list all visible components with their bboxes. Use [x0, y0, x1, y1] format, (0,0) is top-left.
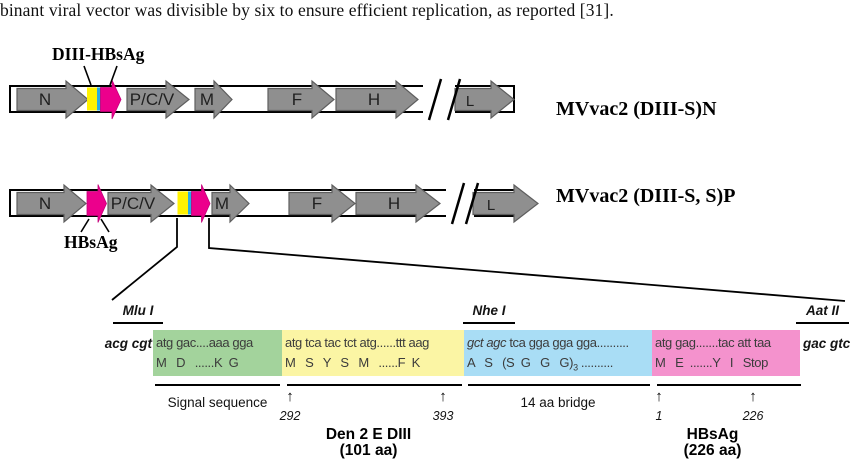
zoom-connector-right	[208, 218, 846, 302]
restriction-site-aatii: Aat II	[805, 303, 839, 318]
bridge-sequence-box: gct agc tca gga gga gga.......... A S (S…	[464, 330, 652, 376]
signal-sequence-label: Signal sequence	[167, 395, 268, 410]
diii-nt-row: atg tca tac tct atg......ttt aag	[285, 335, 430, 350]
up-arrow-393-icon: ↑	[439, 388, 447, 405]
mlui-underline	[113, 322, 163, 324]
hbsag-aa-row: M E .......Y I Stop	[655, 355, 768, 370]
gene-label-l-2: L	[486, 197, 496, 214]
gene-arrow-N-1	[16, 79, 89, 120]
position-292: 292	[279, 409, 301, 423]
gene-label-h-2: H	[387, 194, 401, 213]
gene-label-m-2: M	[214, 194, 230, 213]
gene-arrow-PCV-2	[107, 183, 175, 224]
gene-label-m-1: M	[199, 90, 215, 109]
signal-nt-row: atg gac....aaa gga	[156, 335, 253, 350]
bridge-nt-rest: tca gga gga gga..........	[506, 335, 629, 350]
nhei-site-seq: gct agc	[467, 335, 507, 350]
position-1: 1	[655, 409, 663, 423]
insert-label-hbsag: HBsAg	[64, 232, 118, 252]
construct-title-1: MVvac2 (DIII-S)N	[556, 98, 717, 120]
break-slash-2a	[450, 182, 466, 225]
gene-label-pcv-1: P/C/V	[129, 90, 175, 109]
signal-sequence-box: atg gac....aaa gga M D ......K G	[153, 330, 282, 376]
up-arrow-292-icon: ↑	[286, 388, 294, 405]
diii-size: (101 aa)	[339, 442, 398, 459]
diii-name: Den 2 E DIII	[325, 426, 412, 443]
gene-arrow-H-2	[355, 183, 441, 224]
restriction-site-nhei: Nhe I	[472, 303, 506, 318]
bridge-aa-row: A S (S G G G)3 ..........	[467, 353, 652, 378]
hbsag-nt-row: atg gag.......tac att taa	[655, 335, 771, 350]
gene-arrow-M-2	[211, 183, 250, 224]
leader-line-diii-1	[83, 65, 92, 86]
bridge-label: 14 aa bridge	[520, 395, 596, 410]
position-393: 393	[432, 409, 454, 423]
insert-hbsag-magenta-1	[100, 79, 122, 120]
up-arrow-1-icon: ↑	[655, 388, 663, 405]
gene-label-n-2: N	[38, 194, 52, 213]
nhei-underline	[463, 322, 515, 324]
genome-diagram-1	[9, 65, 515, 121]
hbsag-size: (226 aa)	[683, 442, 742, 459]
insert-bridge-cyan-2	[188, 191, 192, 215]
aatii-underline	[796, 322, 849, 324]
insert-hbsag-magenta-2a	[86, 184, 107, 223]
construct-title-2: MVvac2 (DIII-S, S)P	[556, 185, 736, 207]
up-arrow-226-icon: ↑	[749, 388, 757, 405]
signal-underline	[155, 384, 280, 386]
break-slash-1b	[446, 78, 462, 121]
bridge-aa-main: A S (S G G G)	[467, 355, 574, 370]
genome-diagram-2	[9, 182, 539, 233]
bridge-aa-tail: ..........	[577, 355, 614, 370]
diii-aa-row: M S Y S M ......F K	[285, 355, 420, 370]
gene-label-l-1: L	[465, 93, 475, 110]
bridge-nt-row: gct agc tca gga gga gga..........	[467, 333, 652, 353]
gene-arrow-N-2	[16, 183, 87, 224]
insert-label-diii-hbsag: DIII-HBsAg	[52, 44, 145, 64]
break-slash-1a	[427, 78, 443, 121]
flank-seq-right: gac gtc	[803, 336, 850, 351]
zoom-connector-left	[111, 218, 178, 301]
insert-bridge-cyan-1	[97, 87, 101, 111]
gene-label-n-1: N	[38, 90, 52, 109]
gene-arrow-F-1	[267, 79, 335, 120]
gene-arrow-L-2	[472, 183, 539, 224]
diii-underline	[287, 384, 462, 386]
insert-hbsag-magenta-2b	[191, 184, 211, 223]
gene-arrow-L-1	[454, 79, 515, 120]
diii-sequence-box: atg tca tac tct atg......ttt aag M S Y S…	[282, 330, 464, 376]
gene-label-pcv-2: P/C/V	[110, 194, 156, 213]
leader-line-hbsag-2a	[80, 218, 90, 233]
gene-label-f-1: F	[291, 90, 303, 109]
gene-arrow-M-1	[194, 79, 233, 120]
gene-label-f-2: F	[311, 194, 323, 213]
leader-line-hbsag-2b	[100, 218, 110, 233]
gene-arrow-H-1	[335, 79, 419, 120]
hbsag-underline	[657, 384, 801, 386]
hbsag-name: HBsAg	[686, 426, 739, 443]
flank-seq-left: acg cgt	[104, 336, 152, 351]
insert-diii-yellow-1	[87, 87, 97, 111]
position-226: 226	[742, 409, 764, 423]
restriction-site-mlui: Mlu I	[122, 303, 154, 318]
leader-line-hbsag-1	[109, 65, 118, 86]
insert-diii-yellow-2	[177, 191, 188, 215]
hbsag-sequence-box: atg gag.......tac att taa M E .......Y I…	[652, 330, 800, 376]
body-text-line: binant viral vector was divisible by six…	[0, 0, 614, 20]
gene-label-h-1: H	[367, 90, 381, 109]
signal-aa-row: M D ......K G	[156, 355, 239, 370]
gene-arrow-F-2	[288, 183, 356, 224]
bridge-aa-subscript: 3	[573, 362, 578, 373]
gene-arrow-PCV-1	[126, 79, 190, 120]
bridge-underline	[468, 384, 650, 386]
break-slash-2b	[464, 182, 480, 225]
